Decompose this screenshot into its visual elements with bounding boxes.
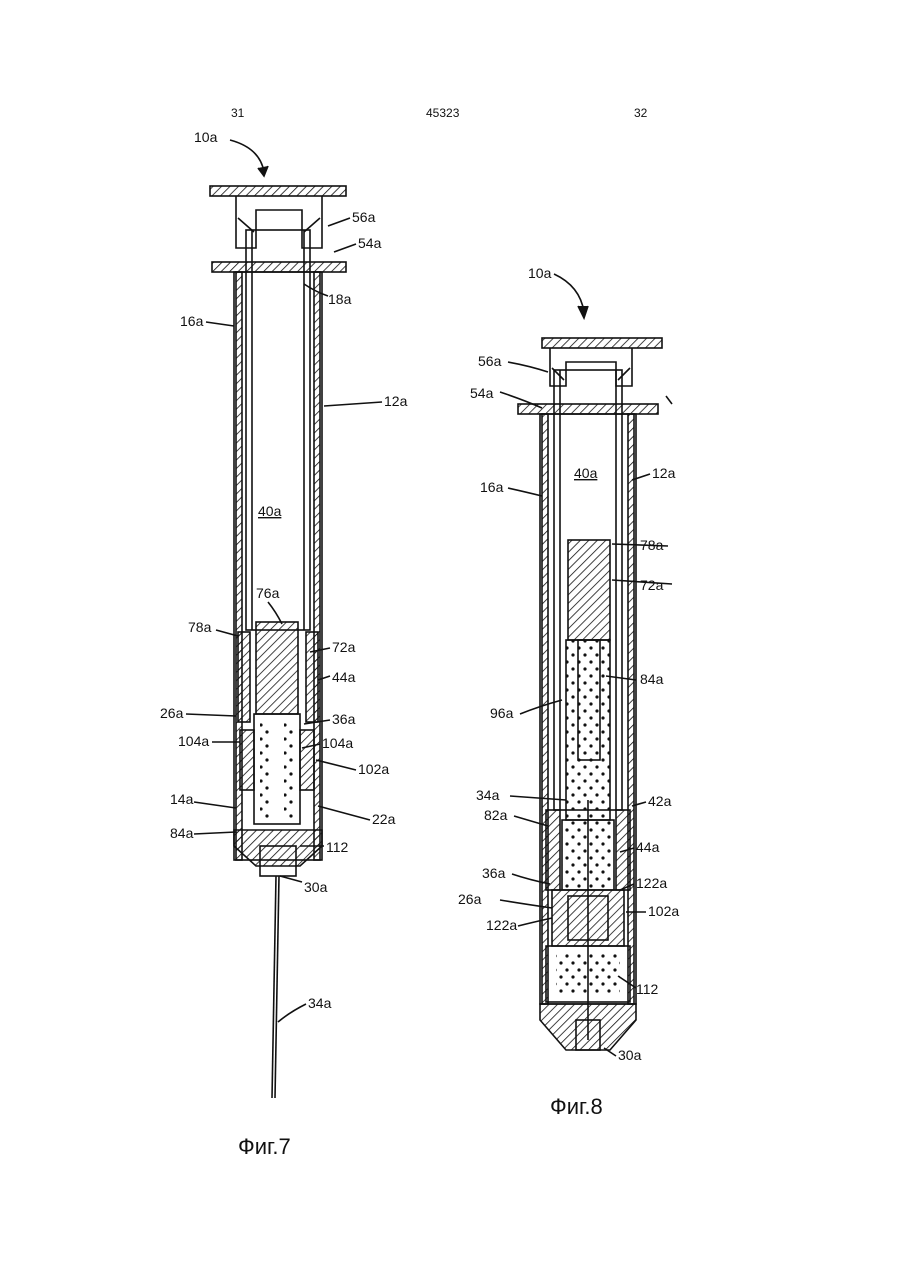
- figure-7-drawing: [186, 140, 382, 1098]
- fig7-label-34a: 34a: [308, 995, 332, 1011]
- fig7-label-26a: 26a: [160, 705, 184, 721]
- fig7-label-10a: 10a: [194, 129, 218, 145]
- fig8-label-84a: 84a: [640, 671, 664, 687]
- fig8-label-40a: 40a: [574, 465, 598, 481]
- fig8-label-72a: 72a: [640, 577, 664, 593]
- fig8-label-112: 112: [636, 981, 659, 997]
- fig7-label-104a-left: 104a: [178, 733, 209, 749]
- fig7-label-36a: 36a: [332, 711, 356, 727]
- fig7-label-112: 112: [326, 839, 349, 855]
- fig7-label-54a: 54a: [358, 235, 382, 251]
- fig8-label-122a-left: 122a: [486, 917, 517, 933]
- fig7-label-102a: 102a: [358, 761, 389, 777]
- fig8-label-102a: 102a: [648, 903, 679, 919]
- fig8-label-10a: 10a: [528, 265, 552, 281]
- fig8-label-78a: 78a: [640, 537, 664, 553]
- fig8-label-96a: 96a: [490, 705, 514, 721]
- fig8-label-26a: 26a: [458, 891, 482, 907]
- fig8-label-82a: 82a: [484, 807, 508, 823]
- fig7-label-72a: 72a: [332, 639, 356, 655]
- fig7-label-14a: 14a: [170, 791, 194, 807]
- fig7-label-30a: 30a: [304, 879, 328, 895]
- fig7-label-76a: 76a: [256, 585, 280, 601]
- fig7-label-84a: 84a: [170, 825, 194, 841]
- fig7-label-78a: 78a: [188, 619, 212, 635]
- fig8-label-12a: 12a: [652, 465, 676, 481]
- fig7-label-18a: 18a: [328, 291, 352, 307]
- fig7-label-40a: 40a: [258, 503, 282, 519]
- fig7-label-22a: 22a: [372, 811, 396, 827]
- fig7-label-104a-right: 104a: [322, 735, 353, 751]
- fig7-label-44a: 44a: [332, 669, 356, 685]
- fig8-label-36a: 36a: [482, 865, 506, 881]
- fig8-label-56a: 56a: [478, 353, 502, 369]
- fig8-label-30a: 30a: [618, 1047, 642, 1063]
- fig7-label-12a: 12a: [384, 393, 408, 409]
- figure-8-drawing: [500, 274, 672, 1056]
- fig8-label-54a: 54a: [470, 385, 494, 401]
- figure-8-caption: Фиг.8: [550, 1094, 603, 1120]
- fig8-label-122a-right: 122a: [636, 875, 667, 891]
- fig8-label-16a: 16a: [480, 479, 504, 495]
- fig8-label-42a: 42a: [648, 793, 672, 809]
- fig7-label-16a: 16a: [180, 313, 204, 329]
- fig8-label-44a: 44a: [636, 839, 660, 855]
- figure-7-caption: Фиг.7: [238, 1134, 291, 1160]
- fig7-label-56a: 56a: [352, 209, 376, 225]
- fig8-label-34a: 34a: [476, 787, 500, 803]
